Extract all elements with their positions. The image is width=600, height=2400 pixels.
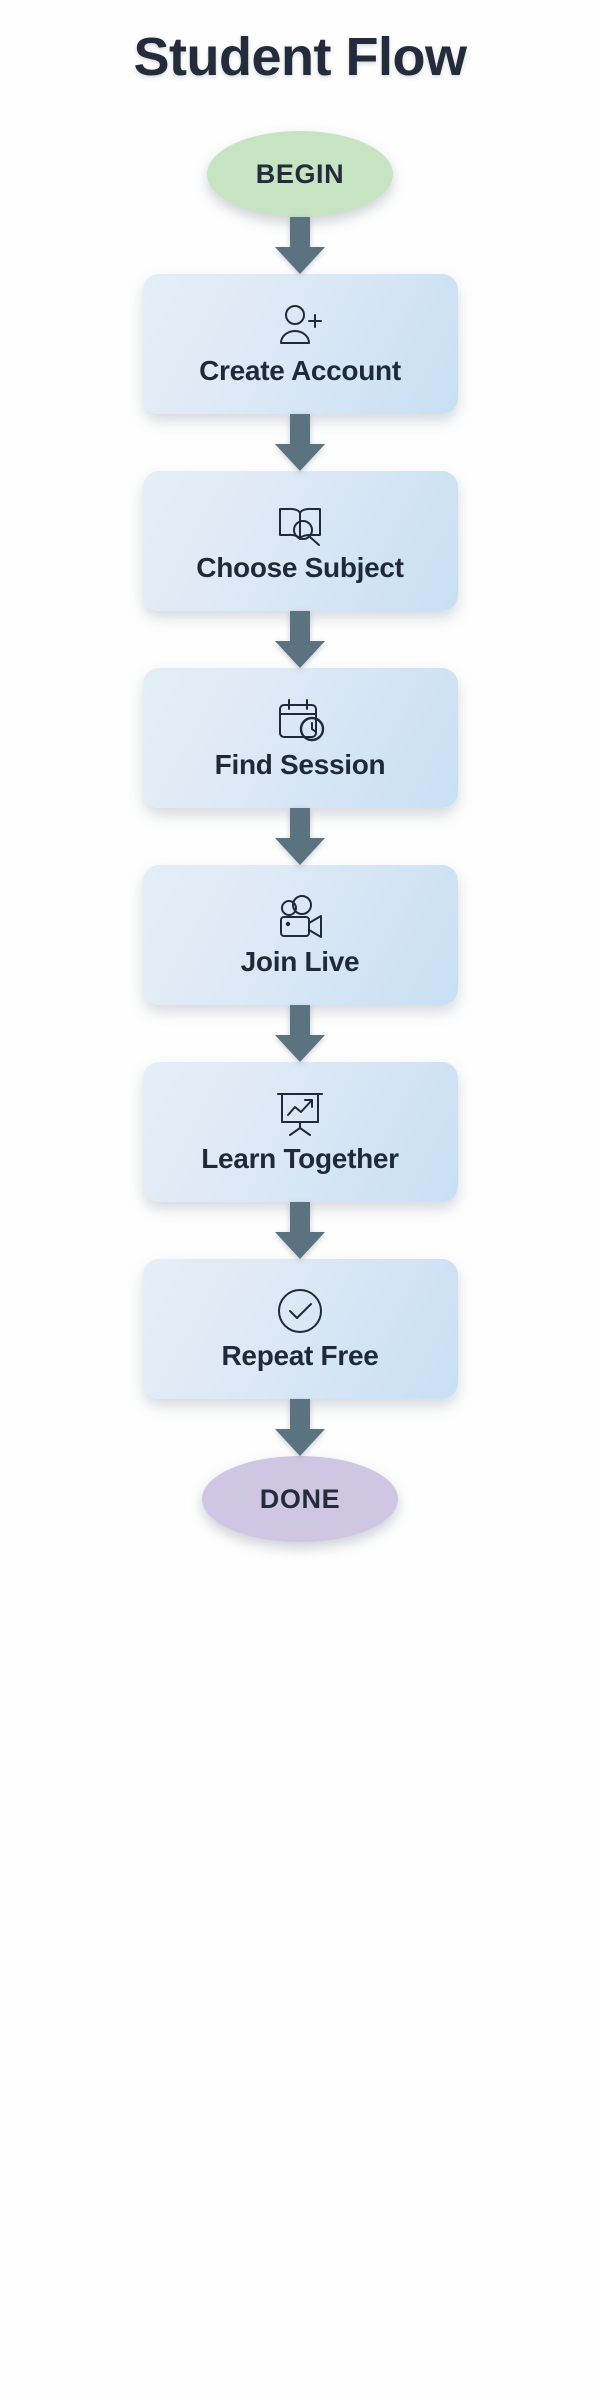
connector-arrow-3	[275, 611, 325, 669]
arrow-head	[275, 1232, 325, 1260]
user-plus-icon	[274, 300, 326, 352]
step-label: Find Session	[214, 748, 386, 780]
flow-container: BEGIN Create Account	[142, 131, 458, 1543]
check-circle-icon	[274, 1285, 326, 1337]
arrow-head	[275, 247, 325, 275]
flow-node-repeat-free[interactable]: Repeat Free	[142, 1259, 458, 1400]
flow-node-join-live[interactable]: Join Live	[142, 865, 458, 1006]
flow-node-learn-together[interactable]: Learn Together	[142, 1062, 458, 1203]
arrow-shaft	[290, 1005, 310, 1036]
flow-node-done[interactable]: DONE	[202, 1456, 398, 1543]
arrow-head	[275, 1429, 325, 1457]
arrow-head	[275, 1035, 325, 1063]
connector-arrow-7	[275, 1399, 325, 1457]
connector-arrow-2	[275, 414, 325, 472]
arrow-shaft	[290, 217, 310, 248]
step-label: Join Live	[240, 945, 360, 977]
video-camera-icon	[274, 891, 326, 943]
arrow-shaft	[290, 1399, 310, 1430]
calendar-clock-icon	[274, 694, 326, 746]
connector-arrow-4	[275, 808, 325, 866]
arrow-head	[275, 838, 325, 866]
connector-arrow-1	[275, 217, 325, 275]
arrow-shaft	[290, 1202, 310, 1233]
step-label: Repeat Free	[221, 1339, 379, 1371]
step-label: Create Account	[199, 354, 401, 386]
presentation-chart-icon	[274, 1088, 326, 1140]
flow-node-choose-subject[interactable]: Choose Subject	[142, 471, 458, 612]
arrow-shaft	[290, 808, 310, 839]
arrow-shaft	[290, 611, 310, 642]
flow-node-find-session[interactable]: Find Session	[142, 668, 458, 809]
step-label: Learn Together	[201, 1142, 399, 1174]
connector-arrow-5	[275, 1005, 325, 1063]
flow-node-create-account[interactable]: Create Account	[142, 274, 458, 415]
arrow-shaft	[290, 414, 310, 445]
flow-node-begin[interactable]: BEGIN	[207, 131, 393, 218]
book-search-icon	[274, 497, 326, 549]
arrow-head	[275, 444, 325, 472]
step-label: Choose Subject	[196, 551, 404, 583]
arrow-head	[275, 641, 325, 669]
done-label: DONE	[259, 1483, 341, 1514]
connector-arrow-6	[275, 1202, 325, 1260]
page-title: Student Flow	[133, 27, 467, 87]
begin-label: BEGIN	[255, 158, 345, 189]
